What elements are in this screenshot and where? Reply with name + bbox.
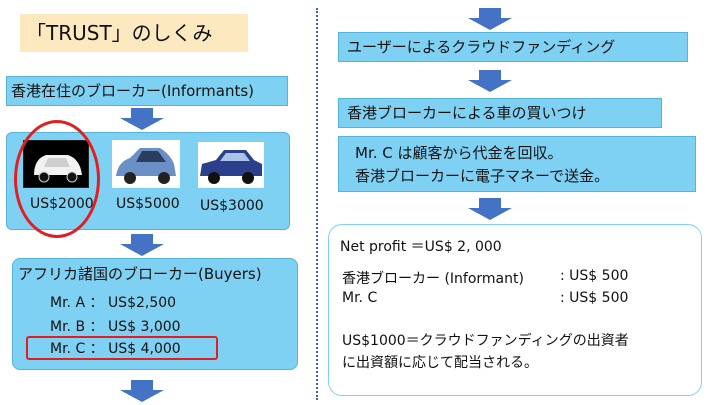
down-arrow-icon xyxy=(120,234,164,256)
down-arrow-icon xyxy=(120,380,164,402)
car-card-3 xyxy=(198,142,264,188)
buyer-name: Mr. C xyxy=(50,341,86,357)
buyer-row-c: Mr. C ： US$ 4,000 xyxy=(50,338,181,358)
buyers-label: アフリカ諸国のブローカー(Buyers) xyxy=(18,265,262,283)
step-payment-line2: 香港ブローカーに電子マネーで送金。 xyxy=(355,167,610,185)
buyer-sep: ： xyxy=(89,295,104,311)
informant-share-value: : US$ 500 xyxy=(560,268,629,284)
car-price-2: US$5000 xyxy=(116,196,180,212)
highlight-circle xyxy=(14,120,100,238)
step-crowdfunding-label: ユーザーによるクラウドファンディング xyxy=(347,38,616,56)
step-purchase-box: 香港ブローカーによる車の買いつけ xyxy=(338,98,662,128)
mrc-share-value: : US$ 500 xyxy=(560,290,629,306)
dividend-note-line1: US$1000＝クラウドファンディングの出資者 xyxy=(342,333,629,349)
divider xyxy=(316,8,318,400)
buyer-name: Mr. B xyxy=(50,319,86,335)
car-icon-navy xyxy=(200,150,262,184)
down-arrow-icon xyxy=(468,198,512,220)
buyer-price: US$ 4,000 xyxy=(108,341,181,357)
step-payment-line1: Mr. C は顧客から代金を回収。 xyxy=(355,144,563,162)
highlight-rect xyxy=(26,336,218,360)
buyer-sep: ： xyxy=(89,319,104,335)
down-arrow-icon xyxy=(120,108,164,130)
buyer-name: Mr. A xyxy=(50,295,86,311)
net-profit-label: Net profit ＝US$ 2, 000 xyxy=(340,239,502,255)
mrc-share-label: Mr. C xyxy=(342,290,378,306)
dividend-note-line2: に出資額に応じて配当される。 xyxy=(342,355,538,371)
car-card-2 xyxy=(112,140,180,188)
step-purchase-label: 香港ブローカーによる車の買いつけ xyxy=(347,104,587,122)
step-crowdfunding-box: ユーザーによるクラウドファンディング xyxy=(338,32,688,62)
buyer-row-b: Mr. B ： US$ 3,000 xyxy=(50,316,181,336)
informant-share-label: 香港ブローカー (Informant) xyxy=(342,271,524,287)
car-icon-blue xyxy=(116,148,176,184)
page-title: 「TRUST」のしくみ xyxy=(20,14,248,52)
step-payment-box: Mr. C は顧客から代金を回収。 香港ブローカーに電子マネーで送金。 xyxy=(338,136,696,192)
buyer-price: US$ 3,000 xyxy=(107,319,181,335)
down-arrow-icon xyxy=(468,70,512,92)
buyer-price: US$2,500 xyxy=(107,295,177,311)
buyer-row-a: Mr. A ： US$2,500 xyxy=(50,292,176,312)
down-arrow-icon xyxy=(468,8,512,30)
buyer-sep: ： xyxy=(89,341,104,357)
informants-label-box: 香港在住のブローカー(Informants) xyxy=(6,76,288,106)
buyers-box xyxy=(12,258,298,370)
net-profit-box xyxy=(328,224,702,396)
car-price-3: US$3000 xyxy=(200,198,264,214)
informants-label: 香港在住のブローカー(Informants) xyxy=(11,82,255,100)
